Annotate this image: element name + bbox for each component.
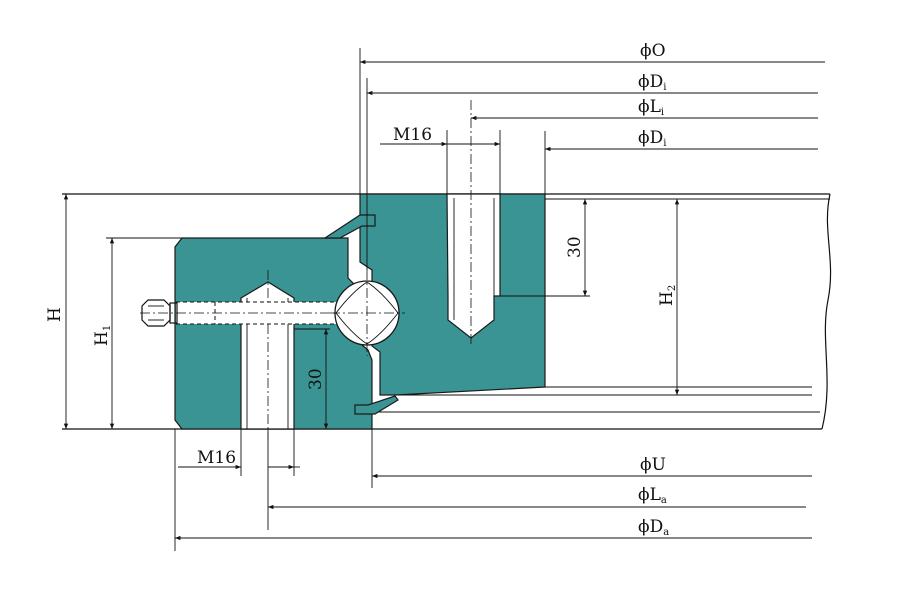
svg-text:30: 30 — [306, 368, 326, 390]
svg-text:M16: M16 — [197, 448, 236, 468]
seal-bottom — [354, 395, 399, 415]
svg-text:H: H — [45, 307, 65, 322]
extension-lines — [174, 48, 546, 551]
svg-text:ϕDi: ϕDi — [638, 72, 666, 93]
svg-text:ϕLi: ϕLi — [638, 97, 664, 118]
inner-ring — [359, 100, 546, 396]
svg-text:H2: H2 — [657, 285, 678, 306]
dimension-phi-li: ϕLi — [471, 97, 818, 121]
dimension-h1: H1 — [92, 237, 182, 429]
dimension-phi-la: ϕLa — [268, 485, 806, 510]
seal-top — [322, 214, 376, 239]
dimension-h: H — [45, 194, 69, 429]
dimension-phi-di-top: ϕDi — [367, 72, 818, 96]
svg-text:H1: H1 — [92, 325, 113, 346]
dimension-phi-o: ϕO — [360, 41, 825, 65]
outer-ring — [140, 237, 373, 440]
dimension-h2: H2 — [657, 199, 680, 395]
dimension-depth-outer: 30 — [294, 328, 330, 429]
rolling-ball-icon — [330, 270, 405, 356]
dimension-phi-u: ϕU — [372, 455, 812, 479]
dimension-phi-da: ϕDa — [175, 517, 812, 541]
svg-text:ϕDa: ϕDa — [638, 517, 669, 538]
svg-text:ϕO: ϕO — [640, 41, 666, 61]
grease-nipple-icon — [141, 299, 178, 327]
svg-text:ϕU: ϕU — [640, 455, 666, 475]
svg-text:M16: M16 — [393, 125, 432, 145]
dimension-depth-inner: 30 — [500, 199, 590, 297]
svg-text:30: 30 — [565, 236, 585, 258]
thread-dimension-top: M16 — [380, 125, 500, 147]
svg-text:ϕLa: ϕLa — [638, 485, 667, 506]
svg-text:ϕDi: ϕDi — [638, 128, 666, 149]
dimension-phi-di-inner: ϕDi — [545, 128, 818, 152]
thread-dimension-bottom: M16 — [178, 448, 300, 470]
